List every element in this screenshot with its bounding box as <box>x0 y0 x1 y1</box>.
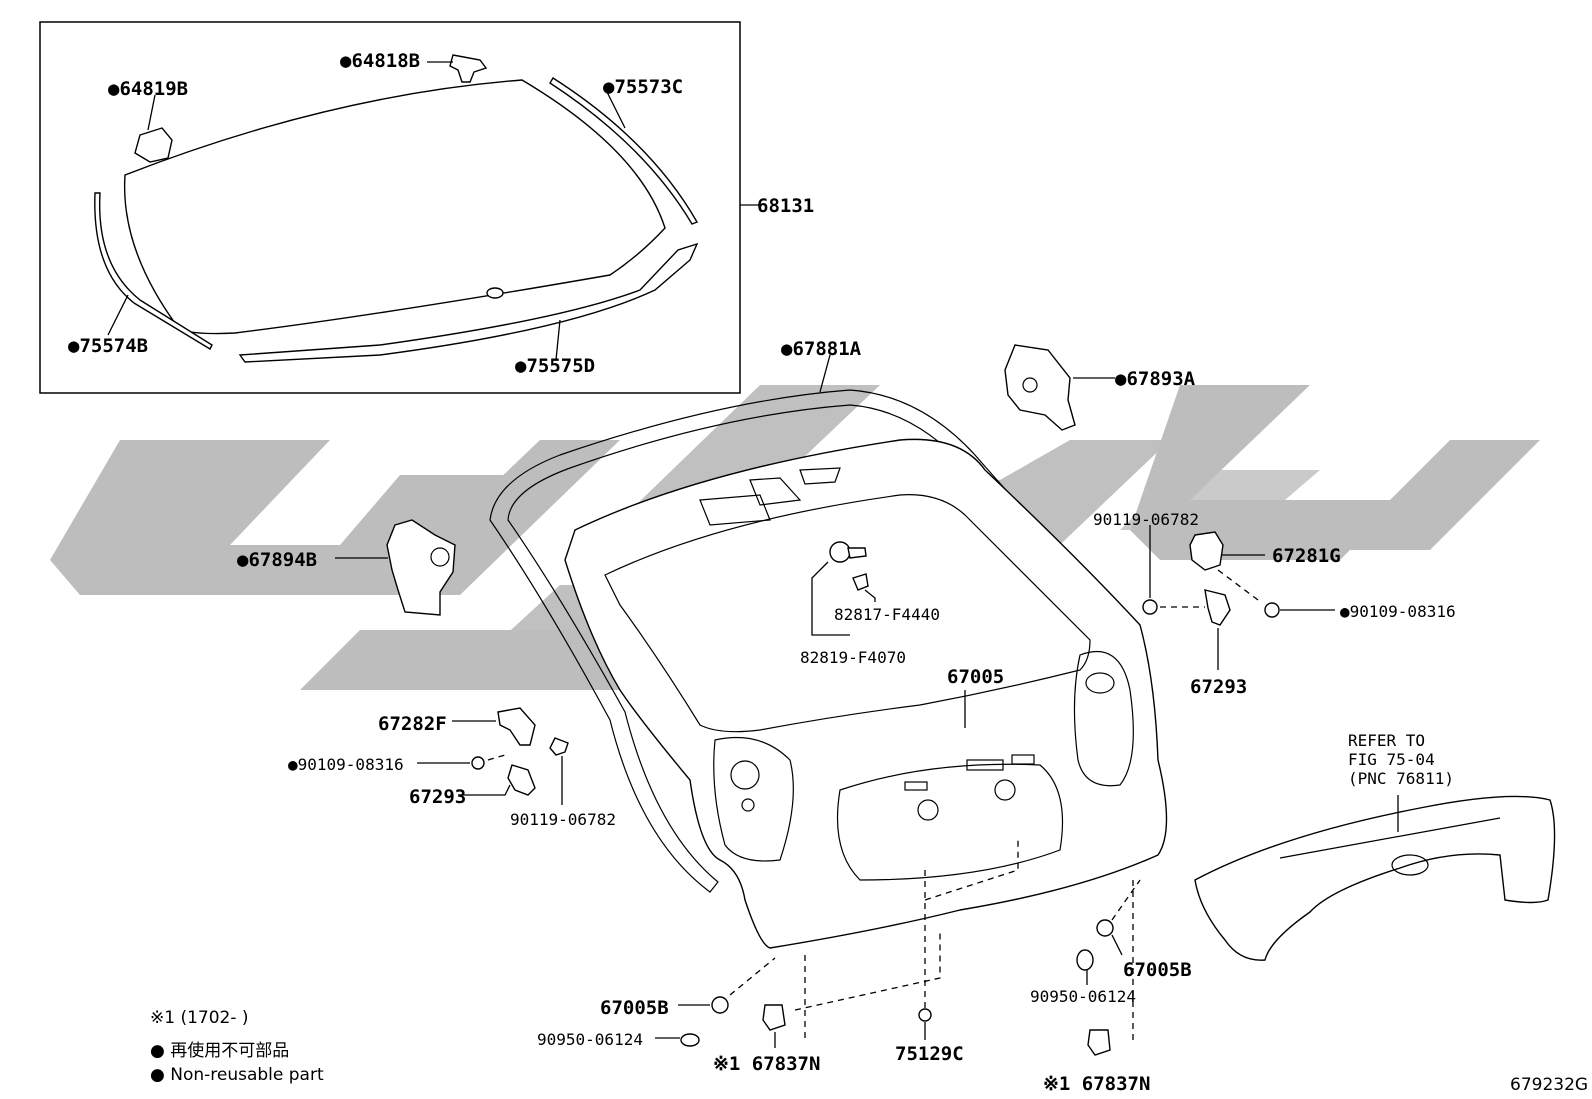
clip-67837N-left <box>762 1004 786 1031</box>
label-67282F: 67282F <box>378 713 447 735</box>
label-67005B-right: 67005B <box>1123 959 1192 981</box>
garnish-panel <box>1194 795 1556 961</box>
label-68131: 68131 <box>757 195 814 217</box>
label-90109-08316-left: ●90109-08316 <box>288 755 404 774</box>
figure-code: 679232G <box>1510 1075 1588 1095</box>
bolt-90109-right <box>1264 602 1280 618</box>
refer-line-1: REFER TO <box>1348 731 1425 750</box>
plug-90950-left <box>680 1033 700 1047</box>
legend-note-range: ※1 (1702- ) <box>150 1008 249 1028</box>
label-90119-06782-top: 90119-06782 <box>1093 510 1199 529</box>
label-67005: 67005 <box>947 666 1004 688</box>
label-67893A: ●67893A <box>1115 368 1196 390</box>
label-90119-06782-left: 90119-06782 <box>510 810 616 829</box>
bolt-90119-left <box>549 737 569 756</box>
bolt-90109-left <box>471 756 485 770</box>
label-67837N-left: ※1 67837N <box>713 1053 820 1075</box>
label-82819-F4070: 82819-F4070 <box>800 648 906 667</box>
label-64818B: ●64818B <box>340 50 420 72</box>
bracket-67894B <box>386 519 456 616</box>
hinge-67282F <box>497 707 536 746</box>
plug-75129C <box>918 1008 932 1022</box>
hinge-67281G <box>1189 531 1224 571</box>
label-90109-08316-right: ●90109-08316 <box>1340 602 1456 621</box>
clip-64818B <box>449 54 488 83</box>
bolt-90119-top <box>1142 599 1158 615</box>
stopper-67005B-left <box>711 996 729 1014</box>
bracket-67893A <box>1004 344 1076 431</box>
back-window-glass <box>123 79 666 335</box>
moulding-75574B <box>94 192 213 350</box>
lock-cylinder <box>829 541 869 591</box>
label-64819B: ●64819B <box>108 78 188 100</box>
refer-line-3: (PNC 76811) <box>1348 769 1454 788</box>
label-67281G: 67281G <box>1272 545 1341 567</box>
label-82817-F4440: 82817-F4440 <box>834 605 940 624</box>
label-90950-06124-right: 90950-06124 <box>1030 987 1136 1006</box>
label-67005B-left: 67005B <box>600 997 669 1019</box>
legend-en: ● Non-reusable part <box>150 1065 324 1085</box>
legend-jp: ● 再使用不可部品 <box>150 1040 289 1061</box>
label-67293-left: 67293 <box>409 786 466 808</box>
label-75574B: ●75574B <box>68 335 148 357</box>
glass-group-box <box>39 21 741 394</box>
label-67837N-right: ※1 67837N <box>1043 1073 1150 1095</box>
back-door-panel <box>564 438 1168 949</box>
hinge-67293-left <box>507 764 536 796</box>
clip-67837N-right <box>1087 1029 1111 1056</box>
refer-line-2: FIG 75-04 <box>1348 750 1435 769</box>
plug-90950-right <box>1076 949 1094 971</box>
moulding-75573C <box>549 77 699 225</box>
clip-64819B <box>134 127 173 163</box>
label-67894B: ●67894B <box>237 549 317 571</box>
label-75575D: ●75575D <box>515 355 595 377</box>
label-67881A: ●67881A <box>781 338 862 360</box>
label-67293-right: 67293 <box>1190 676 1247 698</box>
hinge-67293-right <box>1204 589 1231 626</box>
stopper-67005B-right <box>1096 919 1114 937</box>
label-90950-06124-left: 90950-06124 <box>537 1030 643 1049</box>
label-75129C: 75129C <box>895 1043 964 1065</box>
label-75573C: ●75573C <box>603 76 683 98</box>
moulding-75575D <box>238 242 699 363</box>
